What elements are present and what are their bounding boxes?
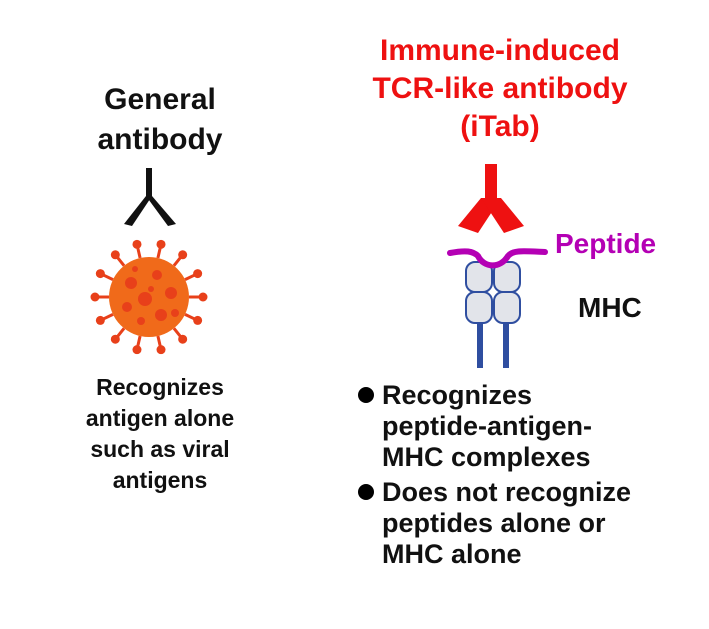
title-line: antibody — [97, 123, 223, 156]
peptide-icon — [447, 248, 548, 269]
bullet-item: Does not recognize peptides alone or MHC… — [356, 477, 696, 570]
bullet-line: peptide-antigen- — [382, 411, 592, 441]
general-antibody-icon — [124, 168, 176, 226]
bullet-line: Does not recognize — [382, 477, 632, 507]
description-line: Recognizes — [96, 374, 224, 400]
description-line: antigen alone — [85, 405, 235, 431]
mhc-label: MHC — [578, 292, 642, 323]
itab-title: Immune-induced TCR-like antibody (iTab) — [330, 32, 670, 146]
bullet-line: MHC complexes — [382, 442, 591, 472]
general-antibody-description: Recognizes antigen alone such as viral a… — [55, 372, 265, 496]
itab-bullet-list: Recognizes peptide-antigen- MHC complexe… — [356, 380, 696, 574]
title-line: TCR-like antibody — [372, 72, 628, 105]
itab-antibody-icon — [458, 164, 524, 233]
bullet-line: Recognizes — [382, 380, 533, 410]
bullet-dot-icon — [358, 484, 374, 500]
general-antibody-title: General antibody — [60, 80, 260, 160]
bullet-line: MHC alone — [382, 539, 522, 569]
mhc-stalks — [477, 323, 509, 368]
title-line: General — [104, 83, 216, 116]
bullet-dot-icon — [358, 387, 374, 403]
description-line: antigens — [112, 467, 208, 493]
title-line: (iTab) — [460, 110, 540, 143]
bullet-line: peptides alone or — [382, 508, 606, 538]
virus-icon — [90, 239, 208, 355]
peptide-label: Peptide — [555, 228, 657, 259]
title-line: Immune-induced — [379, 34, 620, 67]
mhc-icon — [465, 261, 521, 324]
description-line: such as viral — [90, 436, 230, 462]
bullet-item: Recognizes peptide-antigen- MHC complexe… — [356, 380, 696, 473]
